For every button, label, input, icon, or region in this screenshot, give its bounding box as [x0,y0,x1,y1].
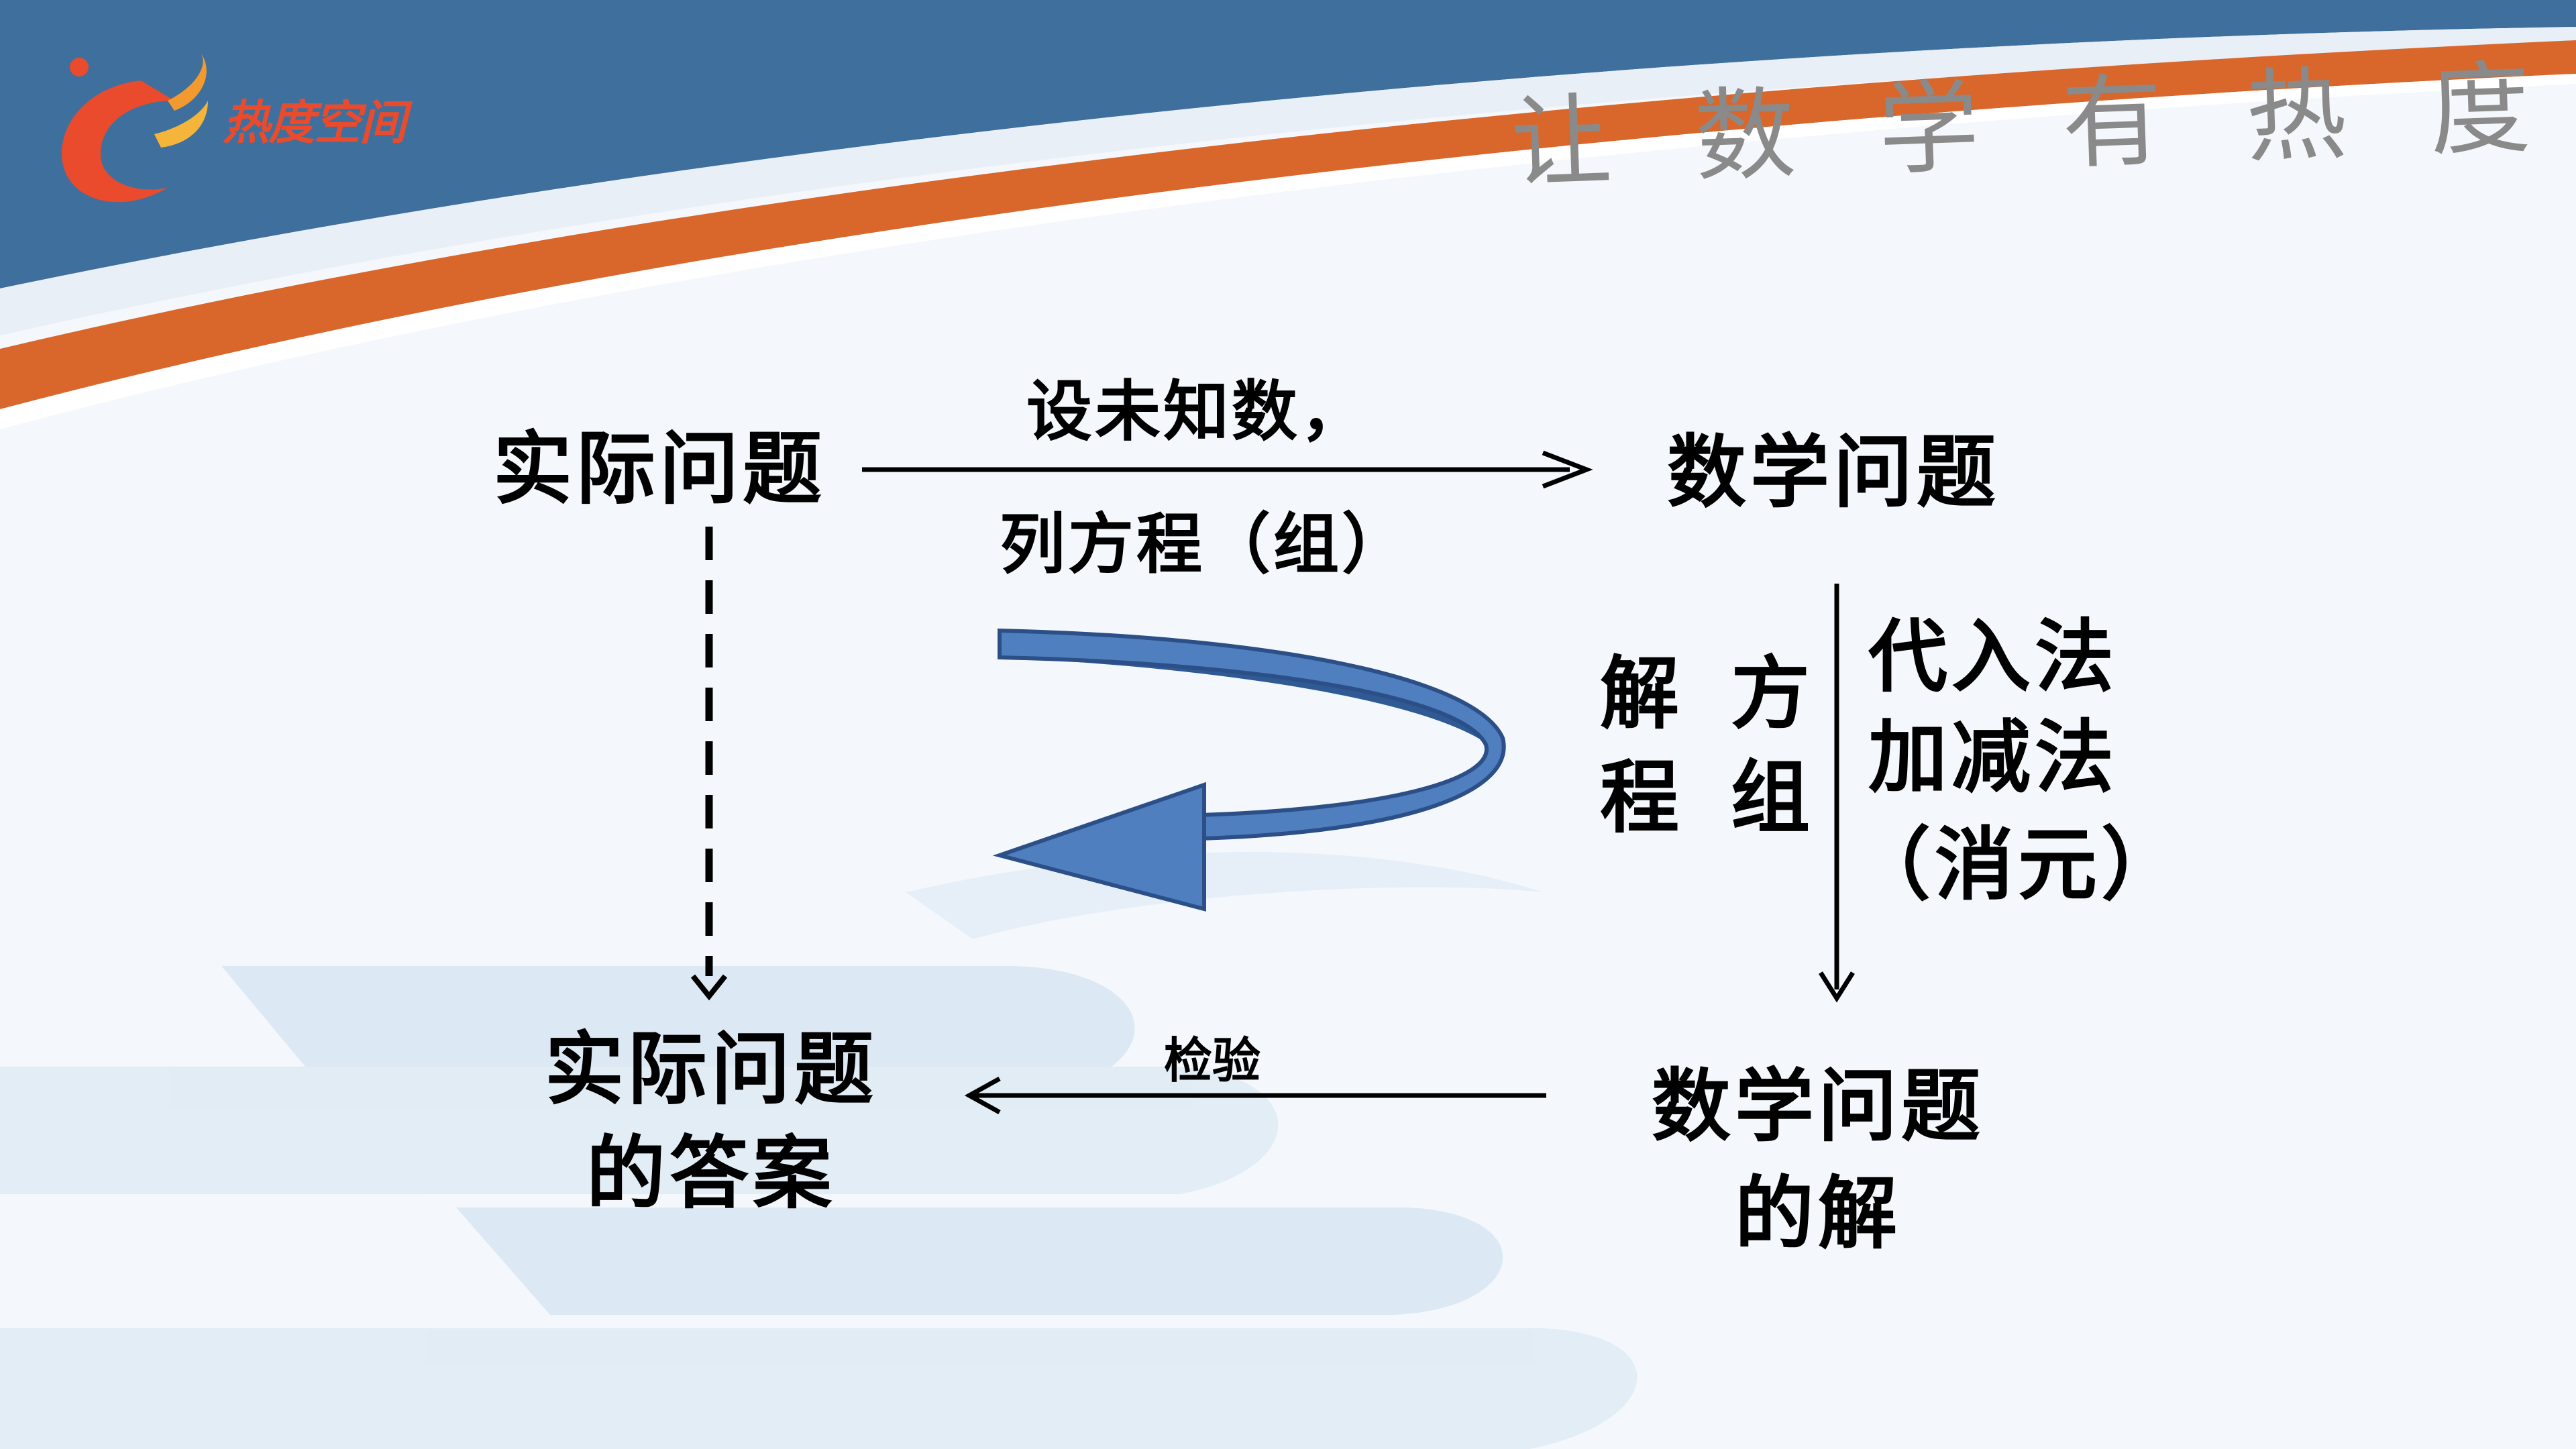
node-practical-answer-line1: 实际问题 [544,1022,877,1116]
top-arrow-label-line1: 设未知数， [1026,373,1369,450]
method-substitution: 代入法 [1868,610,2118,703]
bottom-arrow-head [964,1076,1001,1115]
bottom-arrow-label: 检验 [1164,1032,1261,1089]
node-math-problem: 数学问题 [1667,425,2000,519]
header-blue-band [0,0,2576,288]
node-math-solution-line1: 数学问题 [1651,1059,1984,1152]
solve-label-col1-line1: 解 [1600,647,1684,740]
solve-label-col2-line2: 组 [1731,751,1815,844]
solve-label-col1-line2: 程 [1600,751,1684,844]
node-math-solution-line2: 的解 [1734,1167,1901,1260]
solve-label-col2-line1: 方 [1731,647,1815,740]
top-arrow-label-line2: 列方程（组） [1000,506,1411,583]
orange-swoosh [0,40,2576,409]
logo-text: 热度空间 [223,95,407,150]
right-arrow-head [1819,971,1855,1003]
curved-return-arrow [992,628,1506,912]
top-arrow-head [1542,450,1593,489]
background-stripes [0,852,1638,1449]
node-practical-problem: 实际问题 [493,422,826,515]
logo-emblem-icon [61,54,208,203]
method-note-elimination: （消元） [1851,818,2185,911]
left-dashed-arrow-head [690,974,728,1001]
method-elimination: 加减法 [1868,710,2118,804]
node-practical-answer-line2: 的答案 [586,1126,836,1220]
